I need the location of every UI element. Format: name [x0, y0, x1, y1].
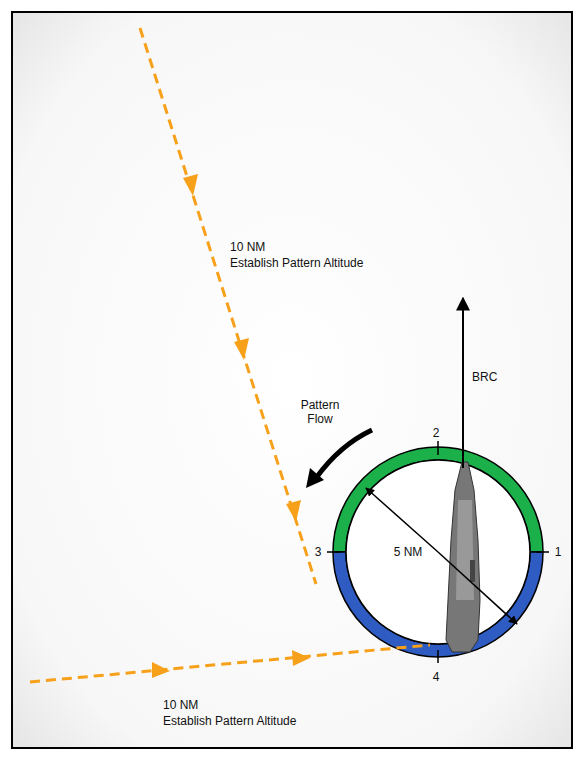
distance-label: 5 NM [392, 545, 425, 559]
callout-number: 4 [433, 670, 440, 684]
callout-number: 1 [555, 545, 562, 559]
course-label: BRC [472, 370, 497, 384]
callout-number: 2 [433, 426, 440, 440]
flow-label: Pattern Flow [290, 398, 350, 426]
carrier-icon [446, 462, 480, 652]
distance-label: 10 NM [230, 240, 265, 254]
distance-label: 10 NM [163, 698, 198, 712]
note-label: Establish Pattern Altitude [163, 714, 296, 728]
callout-number: 3 [315, 545, 322, 559]
note-label: Establish Pattern Altitude [230, 256, 363, 270]
